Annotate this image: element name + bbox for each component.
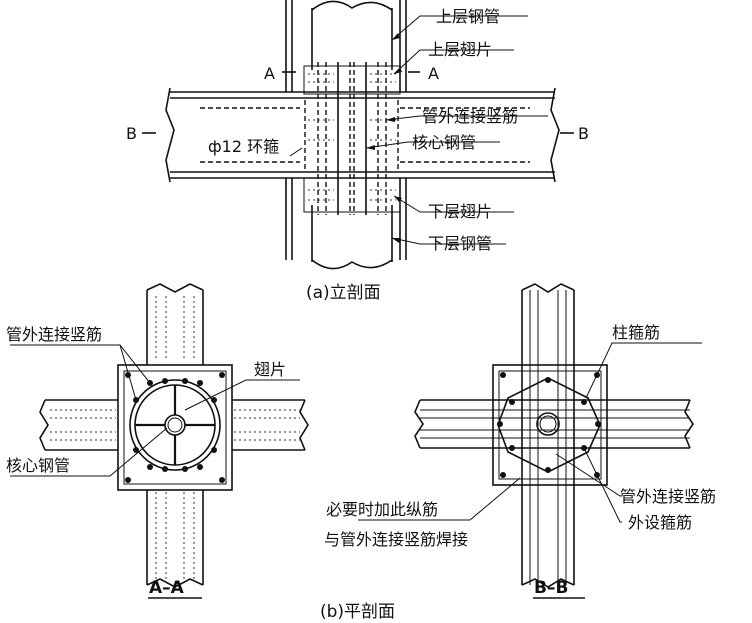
label-aa-core-steel-tube: 核心钢管	[6, 456, 70, 475]
label-aa-fin: 翅片	[254, 360, 286, 379]
label-bb-column-stirrup: 柱箍筋	[612, 323, 660, 342]
caption-section-aa: A–A	[149, 578, 185, 598]
label-outer-vertical-bar: 管外连接竖筋	[422, 107, 518, 126]
label-lower-steel-tube: 下层钢管	[428, 234, 492, 253]
label-section-mark-b-left: B	[126, 124, 137, 143]
label-upper-fin: 上层翅片	[428, 40, 492, 59]
label-section-mark-a-right: A	[428, 64, 439, 83]
section-bb-view: 柱箍筋 管外连接竖筋 外设箍筋 必要时加此纵筋 与管外连接竖筋焊接 B–B	[324, 283, 716, 599]
label-section-mark-a-left: A	[264, 64, 275, 83]
label-ring-hoop: ф12 环箍	[208, 137, 279, 156]
label-section-mark-b-right: B	[578, 124, 589, 143]
label-lower-fin: 下层翅片	[428, 202, 492, 221]
label-bb-note-line1: 必要时加此纵筋	[326, 500, 438, 519]
caption-elevation: (a)立剖面	[306, 283, 381, 303]
label-bb-note-line2: 与管外连接竖筋焊接	[324, 530, 468, 549]
label-upper-steel-tube: 上层钢管	[436, 7, 500, 26]
elevation-view: 上层钢管 上层翅片 A A 管外连接竖筋 B B ф12 环箍 核心钢管 下层翅…	[126, 0, 589, 303]
caption-section-bb: B–B	[534, 578, 568, 598]
caption-plan: (b)平剖面	[320, 602, 395, 622]
label-core-steel-tube: 核心钢管	[412, 133, 476, 152]
section-aa-view: 管外连接竖筋 翅片 核心钢管 A–A	[6, 283, 309, 599]
label-bb-outer-stirrup: 外设箍筋	[628, 513, 692, 532]
label-bb-outer-vertical-bar: 管外连接竖筋	[620, 487, 716, 506]
label-aa-outer-vertical-bar: 管外连接竖筋	[6, 325, 102, 344]
